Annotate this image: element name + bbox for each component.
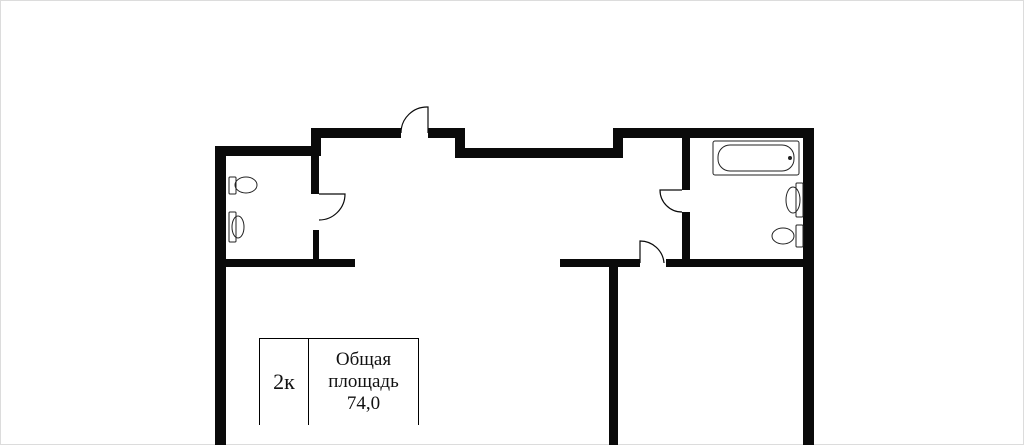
wall-step-right [613,128,623,158]
door-swing-icon [318,193,346,221]
wall-wc-upper [311,156,319,194]
apartment-legend: 2к Общая площадь 74,0 [259,338,419,425]
sink-icon [785,182,804,218]
rooms-count: 2к [260,339,309,425]
wc-fixtures [228,176,258,243]
total-area-block: Общая площадь 74,0 [309,339,418,425]
bath-fixtures [712,140,804,248]
wall-wc-lower [313,230,319,265]
wall-bath-upper [682,138,690,190]
walls [215,128,814,445]
wall-left [215,146,226,445]
wall-divider-center [560,259,640,267]
toilet-icon [228,176,258,195]
wall-step-mid [455,128,465,158]
sink-icon [228,211,245,243]
wall-top-right [613,128,813,138]
door-swing-icon [639,240,665,264]
doors [318,106,683,264]
wall-top-mid-left [311,128,401,138]
toilet-icon [771,224,804,248]
wall-top-mid [428,128,464,138]
door-swing-icon [400,106,429,134]
wall-bath-lower [682,212,690,267]
wall-divider-left [215,259,355,267]
area-title-line2: площадь [328,371,399,392]
wall-step-left [311,128,321,156]
area-value: 74,0 [346,393,381,414]
wall-divider-right [666,259,814,267]
wall-top-center [455,148,615,158]
wall-room-divider [609,267,618,445]
area-title-line1: Общая [335,349,392,370]
wall-top-left [215,146,321,156]
door-swing-icon [659,189,683,213]
bathtub-icon [712,140,800,176]
wall-right [803,128,814,445]
